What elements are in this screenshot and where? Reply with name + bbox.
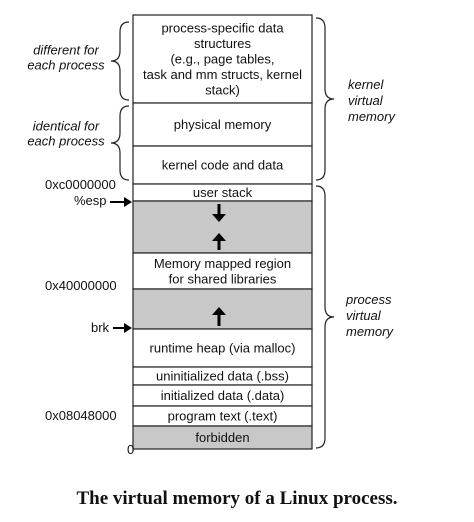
segment-process-specific-data-label: process-specific data: [161, 21, 284, 36]
segment-memory-mapped-region-label: Memory mapped region: [154, 256, 291, 271]
brk-label: brk: [91, 320, 110, 335]
label-different-for-each-process: different for: [33, 43, 99, 58]
segment-process-specific-data-label: stack): [205, 83, 240, 98]
segment-process-specific-data: [132, 14, 313, 104]
brace-process-virtual-memory: [315, 185, 335, 449]
segment-process-specific-data-label: task and mm structs, kernel: [143, 67, 302, 82]
brace-identical-for-each-process: [110, 105, 130, 181]
address-text-base: 0x08048000: [45, 408, 117, 423]
label-identical-for-each-process: identical for: [33, 119, 100, 134]
label-different-for-each-process: each process: [27, 58, 105, 73]
segment-forbidden-label: forbidden: [195, 430, 249, 445]
segment-stack-gap: [132, 200, 313, 254]
segment-physical-memory: [132, 102, 313, 147]
brace-different-for-each-process: [110, 21, 130, 101]
heap-grows-up-arrow-head: [212, 307, 226, 315]
segment-data-label: initialized data (.data): [161, 388, 285, 403]
address-zero: 0: [127, 442, 134, 457]
segment-bss-label: uninitialized data (.bss): [156, 369, 289, 384]
segment-forbidden: [132, 425, 313, 450]
segment-physical-memory-label: physical memory: [174, 117, 272, 132]
address-kernel-base: 0xc0000000: [45, 177, 116, 192]
segment-kernel-code-data: [132, 145, 313, 185]
segment-kernel-code-data-label: kernel code and data: [162, 158, 284, 173]
brace-kernel-virtual-memory: [315, 17, 335, 181]
esp-label: %esp: [74, 193, 107, 208]
segment-process-specific-data-label: (e.g., page tables,: [170, 52, 274, 67]
mmap-grows-up-arrow-head: [212, 233, 226, 241]
label-process-virtual-memory: virtual: [346, 308, 382, 323]
label-kernel-virtual-memory: virtual: [348, 93, 384, 108]
address-mmap-base: 0x40000000: [45, 278, 117, 293]
label-identical-for-each-process: each process: [27, 134, 105, 149]
label-process-virtual-memory: process: [345, 292, 392, 307]
caption: The virtual memory of a Linux process.: [76, 488, 398, 509]
segment-memory-mapped-region-label: for shared libraries: [169, 271, 277, 286]
label-kernel-virtual-memory: memory: [348, 109, 396, 124]
segment-user-stack-label: user stack: [193, 185, 253, 200]
segment-process-specific-data-label: structures: [194, 36, 252, 51]
label-kernel-virtual-memory: kernel: [348, 77, 385, 92]
segment-text-label: program text (.text): [168, 409, 278, 424]
segment-runtime-heap-label: runtime heap (via malloc): [150, 341, 296, 356]
brk-pointer-arrow-head: [124, 323, 132, 333]
esp-pointer-arrow-head: [124, 197, 132, 207]
label-process-virtual-memory: memory: [346, 324, 394, 339]
stack-grows-down-arrow-head: [212, 214, 226, 222]
segment-heap-gap: [132, 288, 313, 330]
